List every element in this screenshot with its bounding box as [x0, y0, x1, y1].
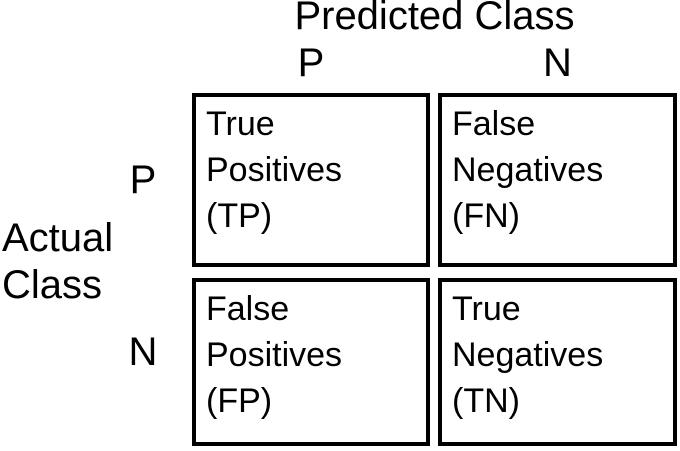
cell-false-positives: False Positives (FP): [192, 278, 430, 446]
cell-true-positives: True Positives (TP): [192, 93, 430, 267]
actual-class-axis-label: Actual Class: [2, 216, 114, 307]
actual-class-p-header: P: [129, 158, 157, 202]
predicted-class-n-header: N: [543, 41, 572, 85]
cell-false-negatives-label: False Negatives (FN): [452, 105, 604, 235]
predicted-class-p-header: P: [297, 41, 325, 85]
actual-class-n-header: N: [128, 330, 158, 374]
cell-true-negatives-label: True Negatives (TN): [452, 290, 604, 420]
cell-true-positives-label: True Positives (TP): [206, 105, 343, 235]
cell-true-negatives: True Negatives (TN): [438, 278, 677, 446]
cell-false-negatives: False Negatives (FN): [438, 93, 677, 267]
predicted-class-axis-label: Predicted Class: [294, 0, 575, 38]
cell-false-positives-label: False Positives (FP): [206, 290, 343, 420]
